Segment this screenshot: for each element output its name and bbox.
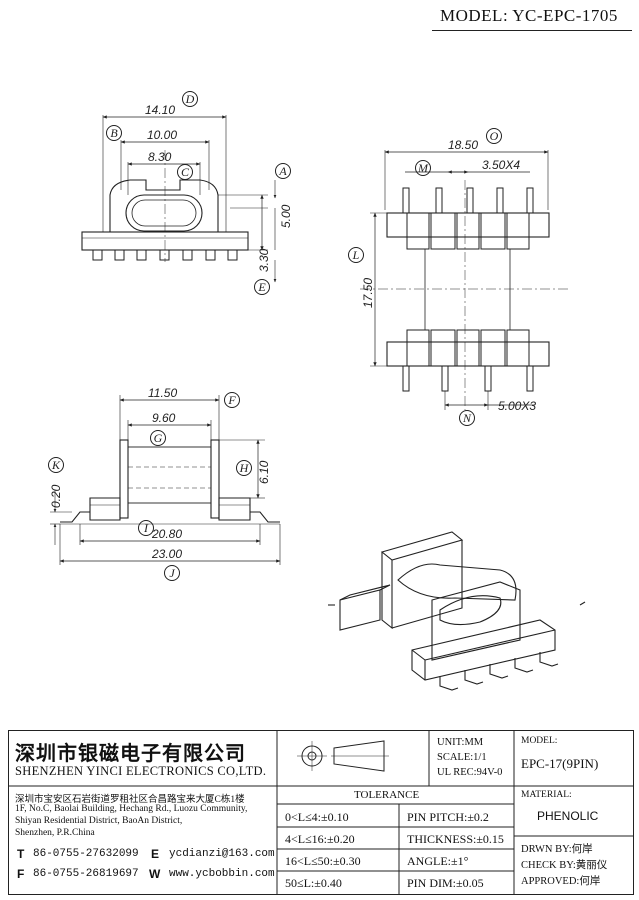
drawn-by: DRWN BY:何岸 [521,844,593,855]
svg-text:G: G [154,431,163,445]
material-value: PHENOLIC [537,809,599,823]
callout-B: B [106,125,122,141]
model-value: EPC-17(9PIN) [521,756,599,771]
dim-6-10: 6.10 [257,460,271,484]
title-block-grid [9,731,633,894]
dim-8-30: 8.30 [148,150,172,164]
tel-number: 86-0755-27632099 [33,848,139,860]
address-cn: 深圳市宝安区石岩街道罗租社区合昌路宝来大厦C栋1楼 [15,795,245,805]
address-en-3: Shenzhen, P.R.China [15,828,95,838]
title-block: 深圳市银磁电子有限公司 SHENZHEN YINCI ELECTRONICS C… [8,730,634,895]
tolerance-title: TOLERANCE [354,789,420,801]
address-en-1: 1F, No.C, Baolai Building, Hechang Rd., … [15,804,248,814]
dim-11-50: 11.50 [148,386,177,400]
dim-5-00: 5.00 [279,204,293,228]
tol-row-3-left: 16<L≤50:±0.30 [285,854,361,868]
callout-H: H [236,460,252,476]
tol-row-2-left: 4<L≤16:±0.20 [285,832,355,846]
tol-row-1-right: PIN PITCH:±0.2 [407,810,489,824]
dim-23-00: 23.00 [151,547,182,561]
dim-17-50: 17.50 [361,278,375,308]
address-en-2: Shiyan Residential District, BaoAn Distr… [15,816,183,826]
svg-text:L: L [352,248,360,262]
svg-text:E: E [257,280,266,294]
dim-5-00x3: 5.00X3 [498,399,536,413]
dim-10-00: 10.00 [147,128,177,142]
technical-drawing: 14.10 10.00 8.30 5.00 3.30 18.50 3.50X4 … [48,91,586,691]
dim-18-50: 18.50 [448,138,478,152]
callout-J: J [164,565,180,581]
fax-number: 86-0755-26819697 [33,868,139,880]
model-label: MODEL: [521,736,558,746]
scale-label: SCALE:1/1 [437,752,487,763]
svg-text:M: M [417,161,429,175]
callout-C: C [177,164,193,180]
callout-K: K [48,457,64,473]
svg-text:F: F [227,393,236,407]
callout-F: F [224,392,240,408]
dim-3-50x4: 3.50X4 [482,158,520,172]
company-name-en: SHENZHEN YINCI ELECTRONICS CO,LTD. [15,764,267,778]
isometric-view [328,531,586,691]
web-label: W [149,867,161,881]
callout-E: E [254,279,270,295]
checked-by: CHECK BY:黄丽仪 [521,860,608,871]
dim-9-60: 9.60 [152,411,176,425]
callout-D: D [182,91,198,107]
callout-A: A [275,163,291,179]
fax-label: F [17,867,25,881]
material-label: MATERIAL: [521,790,572,800]
svg-text:B: B [110,126,118,140]
email-label: E [151,847,160,861]
callout-O: O [486,128,502,144]
header-rule [432,30,632,31]
tol-row-4-left: 50≤L:±0.40 [285,876,342,890]
callout-I: I [138,520,154,536]
approved-by: APPROVED:何岸 [521,876,601,887]
svg-text:D: D [185,92,195,106]
dim-0-20: 0.20 [49,484,63,508]
web-address: www.ycbobbin.com [169,868,275,880]
svg-text:N: N [462,411,472,425]
ul-rec-label: UL REC:94V-0 [437,767,503,778]
svg-text:H: H [239,461,250,475]
projection-symbol-icon [297,740,389,772]
tol-row-4-right: PIN DIM:±0.05 [407,876,484,890]
company-name-cn: 深圳市银磁电子有限公司 [15,741,246,765]
dim-20-80: 20.80 [151,527,182,541]
side-view [50,395,281,565]
dim-3-30: 3.30 [257,248,271,272]
unit-label: UNIT:MM [437,737,484,748]
svg-text:I: I [143,521,149,535]
callout-G: G [150,430,166,446]
top-view [360,150,570,410]
callout-M: M [415,160,431,176]
tol-row-1-left: 0<L≤4:±0.10 [285,810,349,824]
model-title: MODEL: YC-EPC-1705 [440,6,618,25]
tol-row-3-right: ANGLE:±1° [407,854,469,868]
svg-text:A: A [278,164,287,178]
svg-text:K: K [51,458,61,472]
svg-text:J: J [169,566,175,580]
callout-L: L [348,247,364,263]
tel-label: T [17,847,25,861]
svg-text:C: C [181,165,190,179]
tol-row-2-right: THICKNESS:±0.15 [407,832,504,846]
dim-14-10: 14.10 [145,103,175,117]
email-address: ycdianzi@163.com [169,848,275,860]
front-view [81,115,277,283]
callout-N: N [459,410,475,426]
svg-text:O: O [490,129,499,143]
